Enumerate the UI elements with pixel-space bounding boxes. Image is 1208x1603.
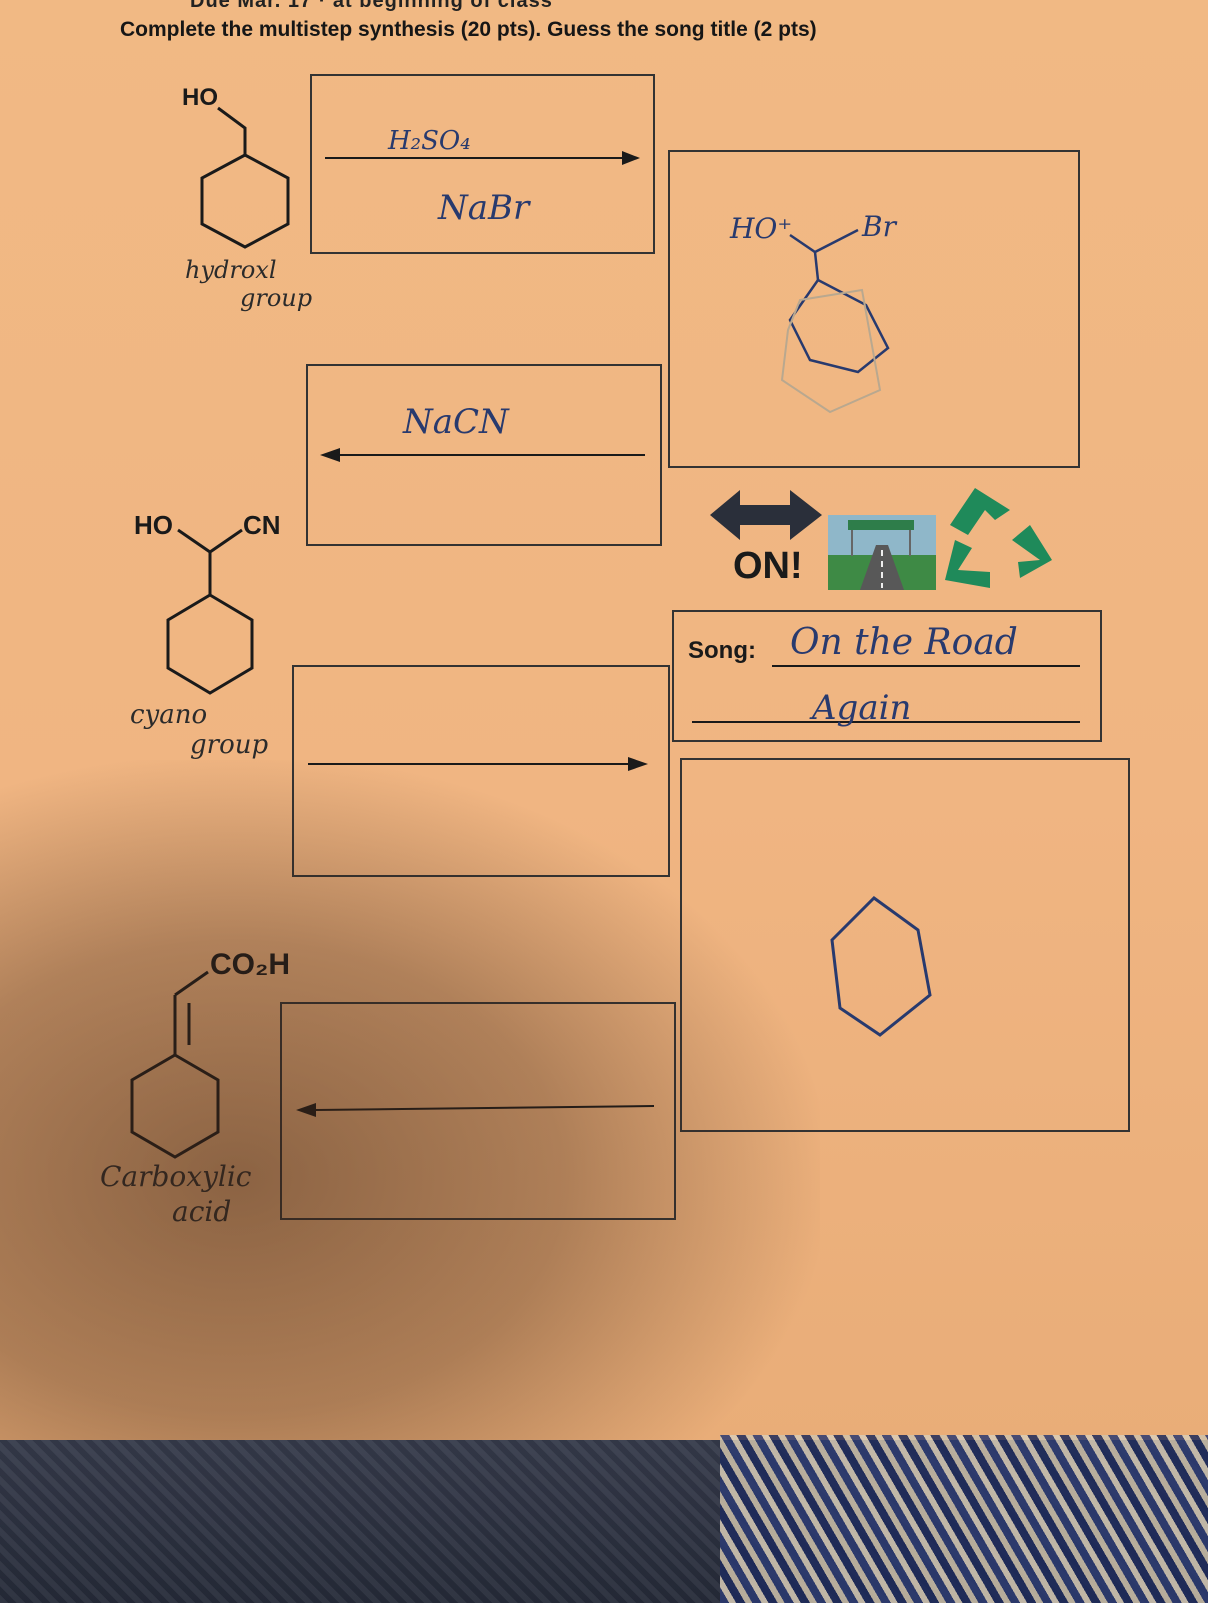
product-box-1 [668, 150, 1080, 468]
step3-arrow-right [308, 757, 648, 771]
step1-reagent-top: H₂SO₄ [388, 126, 471, 156]
step4-reagent-box [280, 1002, 676, 1220]
song-answer-box [672, 610, 1102, 742]
cyanohydrin-structure [166, 528, 254, 695]
product2-drawn-ring [830, 896, 932, 1037]
start-molecule-structure [200, 106, 290, 249]
acid-note-line1: Carboxylic [100, 1160, 252, 1193]
acid-note-line2: acid [172, 1195, 232, 1228]
woven-rug [720, 1435, 1208, 1603]
step1-reagent-bottom: NaBr [438, 188, 530, 228]
step1-reagent-box [310, 74, 655, 254]
product1-left-label: HO⁺ [730, 212, 793, 245]
instructions-heading: Complete the multistep synthesis (20 pts… [120, 18, 817, 41]
song-answer-lines [692, 665, 1080, 723]
step4-arrow-left [296, 1103, 655, 1117]
step1-arrow-right [325, 151, 640, 165]
cyanohydrin-note-line2: group [190, 730, 269, 760]
cutoff-header-text: Due Mar. 17 · at beginning of class [190, 0, 553, 12]
acid-group-label: CO₂H [210, 948, 290, 981]
cyanohydrin-note-line1: cyano [130, 700, 208, 730]
song-title-line1: On the Road [790, 622, 1018, 663]
step2-reagent-box [306, 364, 662, 546]
song-title-line2: Again [812, 688, 912, 728]
step2-reagent-top: NaCN [403, 402, 509, 442]
song-label: Song: [688, 637, 756, 664]
road-icon [828, 515, 936, 590]
start-note-line1: hydroxl [185, 256, 277, 284]
rebus-on-text: ON! [733, 545, 803, 587]
cyanohydrin-left-group: HO [134, 510, 173, 540]
step3-reagent-box [292, 665, 670, 877]
worksheet-page: Due Mar. 17 · at beginning of class Comp… [0, 0, 1208, 1450]
recycle-icon [945, 488, 1052, 588]
product-box-2 [680, 758, 1130, 1132]
product1-right-label: Br [862, 210, 896, 243]
product1-drawn-structure [780, 228, 890, 414]
acid-structure [130, 970, 220, 1159]
start-note-line2: group [240, 284, 313, 312]
double-arrow-icon [710, 490, 822, 540]
step2-arrow-left [320, 448, 645, 462]
cyanohydrin-right-group: CN [243, 510, 281, 540]
start-substituent-label: HO [182, 84, 218, 111]
